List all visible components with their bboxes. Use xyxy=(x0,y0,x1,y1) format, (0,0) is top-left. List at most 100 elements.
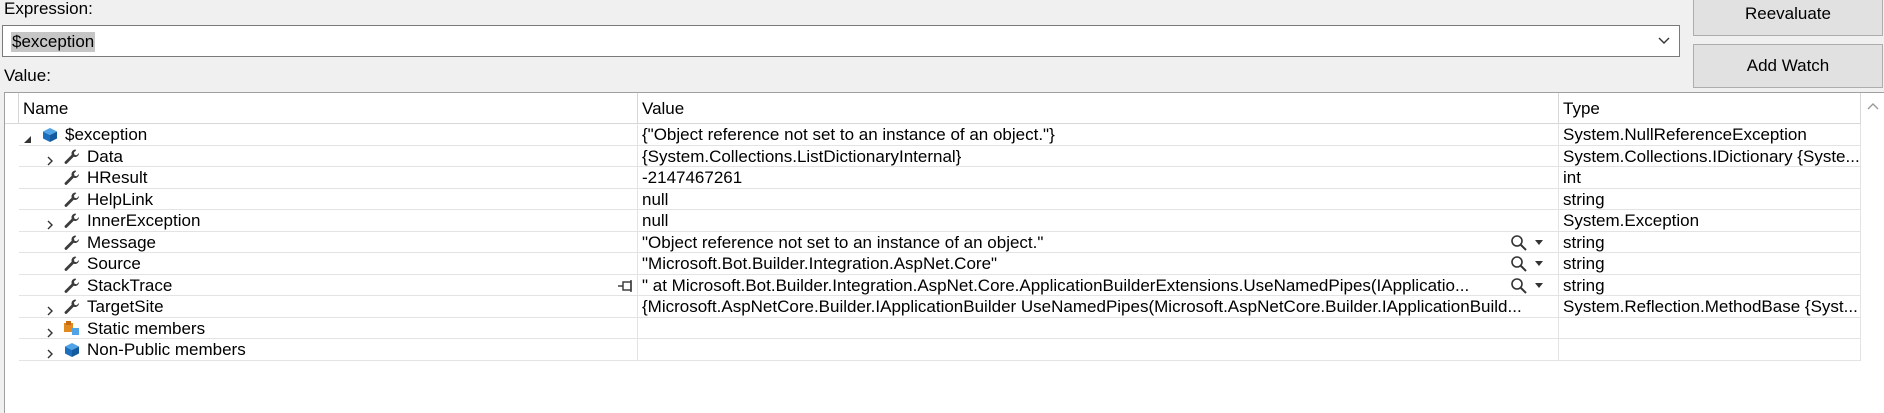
value-cell[interactable] xyxy=(638,317,1559,339)
table-row[interactable]: StackTrace " at Microsoft.Bot.Builder.Int… xyxy=(5,274,1861,301)
wrench-icon xyxy=(63,298,81,316)
row-name: StackTrace xyxy=(87,275,173,295)
chevron-down-icon[interactable] xyxy=(1657,33,1671,49)
type-cell xyxy=(1559,317,1861,339)
dropdown-arrow-icon[interactable] xyxy=(1534,260,1544,268)
row-type: string xyxy=(1563,254,1605,273)
visualizer-button[interactable] xyxy=(1510,255,1550,273)
name-cell: Non-Public members xyxy=(19,339,638,361)
magnifier-icon[interactable] xyxy=(1510,277,1528,295)
reevaluate-button[interactable]: Reevaluate xyxy=(1693,0,1883,36)
expression-combobox[interactable]: $exception xyxy=(2,25,1680,57)
table-row[interactable]: HResult -2147467261 int xyxy=(5,167,1861,193)
type-cell: System.Reflection.MethodBase {Syst... xyxy=(1559,296,1861,318)
row-type: string xyxy=(1563,275,1605,295)
magnifier-icon[interactable] xyxy=(1510,255,1528,273)
wrench-icon xyxy=(63,148,81,166)
value-cell[interactable]: -2147467261 xyxy=(638,167,1559,189)
name-cell: TargetSite xyxy=(19,296,638,318)
table-row[interactable]: Source"Microsoft.Bot.Builder.Integration… xyxy=(5,253,1861,279)
table-row[interactable]: Message "Object reference not set to an i… xyxy=(5,231,1861,258)
dropdown-arrow-icon[interactable] xyxy=(1534,282,1544,290)
add-watch-button[interactable]: Add Watch xyxy=(1693,44,1883,88)
expand-arrow-icon[interactable] xyxy=(45,215,55,230)
row-name: Message xyxy=(87,232,156,252)
scroll-up-arrow-icon[interactable] xyxy=(1867,101,1879,111)
name-cell: HelpLink xyxy=(19,188,638,210)
grid-header: Name Value Type xyxy=(5,93,1884,124)
vertical-scrollbar[interactable] xyxy=(1861,93,1884,413)
row-name: $exception xyxy=(65,125,148,144)
row-value: {System.Collections.ListDictionaryIntern… xyxy=(642,146,962,166)
table-row[interactable]: Static members xyxy=(5,317,1861,344)
collapse-arrow-icon[interactable] xyxy=(23,129,33,143)
wrench-icon xyxy=(63,191,81,209)
row-value: -2147467261 xyxy=(642,168,743,187)
type-cell: System.Collections.IDictionary {Syste... xyxy=(1559,145,1861,167)
row-type: System.Reflection.MethodBase {Syst... xyxy=(1563,297,1858,316)
value-cell[interactable]: null xyxy=(638,188,1559,210)
name-cell: Message xyxy=(19,231,638,253)
table-row[interactable]: Data {System.Collections.ListDictionaryIn… xyxy=(5,145,1861,172)
expand-arrow-icon[interactable] xyxy=(45,323,55,337)
wrench-icon xyxy=(63,234,81,252)
name-cell: Source xyxy=(19,253,638,275)
row-type: string xyxy=(1563,189,1605,209)
wrench-icon xyxy=(63,277,81,295)
table-row[interactable]: $exception {"Object reference not set to … xyxy=(5,124,1861,150)
name-cell: StackTrace xyxy=(19,274,638,296)
type-cell: string xyxy=(1559,253,1861,275)
value-grid: Name Value Type $exception {"Object refer… xyxy=(4,92,1884,413)
table-row[interactable]: Non-Public members xyxy=(5,339,1861,365)
row-name: HelpLink xyxy=(87,189,154,209)
static-members-icon xyxy=(63,320,81,338)
row-type: System.Exception xyxy=(1563,211,1700,230)
type-cell: System.NullReferenceException xyxy=(1559,124,1861,146)
row-value: " at Microsoft.Bot.Builder.Integration.A… xyxy=(642,275,1470,295)
value-cell[interactable]: " at Microsoft.Bot.Builder.Integration.A… xyxy=(638,274,1559,296)
expand-arrow-icon[interactable] xyxy=(45,344,55,359)
row-value: {Microsoft.AspNetCore.Builder.IApplicati… xyxy=(642,297,1522,316)
row-name: HResult xyxy=(87,168,148,187)
expand-arrow-icon[interactable] xyxy=(45,301,55,316)
name-cell: Data xyxy=(19,145,638,167)
pin-icon[interactable] xyxy=(617,279,635,293)
table-row[interactable]: TargetSite {Microsoft.AspNetCore.Builder.… xyxy=(5,296,1861,322)
row-value: "Object reference not set to an instance… xyxy=(642,232,1044,252)
type-cell: int xyxy=(1559,167,1861,189)
type-cell xyxy=(1559,339,1861,361)
type-cell: string xyxy=(1559,188,1861,210)
expand-arrow-icon[interactable] xyxy=(45,151,55,165)
value-cell[interactable]: null xyxy=(638,210,1559,232)
wrench-icon xyxy=(63,255,81,273)
type-cell: string xyxy=(1559,231,1861,253)
row-value: null xyxy=(642,211,669,230)
type-cell: string xyxy=(1559,274,1861,296)
value-label: Value: xyxy=(4,66,51,85)
visualizer-button[interactable] xyxy=(1510,277,1550,295)
value-cell[interactable]: "Microsoft.Bot.Builder.Integration.AspNe… xyxy=(638,253,1559,275)
column-header-name[interactable]: Name xyxy=(19,93,638,123)
object-icon xyxy=(41,126,59,144)
column-header-value[interactable]: Value xyxy=(638,93,1559,123)
row-name: Data xyxy=(87,146,123,166)
value-cell[interactable]: {System.Collections.ListDictionaryIntern… xyxy=(638,145,1559,167)
object-icon xyxy=(63,341,81,359)
visualizer-button[interactable] xyxy=(1510,234,1550,252)
value-cell[interactable]: {Microsoft.AspNetCore.Builder.IApplicati… xyxy=(638,296,1559,318)
value-cell[interactable]: {"Object reference not set to an instanc… xyxy=(638,124,1559,146)
row-type: System.NullReferenceException xyxy=(1563,125,1807,144)
name-cell: Static members xyxy=(19,317,638,339)
expression-input[interactable]: $exception xyxy=(11,32,96,52)
column-header-type[interactable]: Type xyxy=(1559,93,1861,123)
row-name: Non-Public members xyxy=(87,340,246,359)
value-cell[interactable]: "Object reference not set to an instance… xyxy=(638,231,1559,253)
row-type: string xyxy=(1563,232,1605,252)
value-cell[interactable] xyxy=(638,339,1559,361)
row-name: TargetSite xyxy=(87,297,164,316)
dropdown-arrow-icon[interactable] xyxy=(1534,239,1544,247)
wrench-icon xyxy=(63,212,81,230)
magnifier-icon[interactable] xyxy=(1510,234,1528,252)
